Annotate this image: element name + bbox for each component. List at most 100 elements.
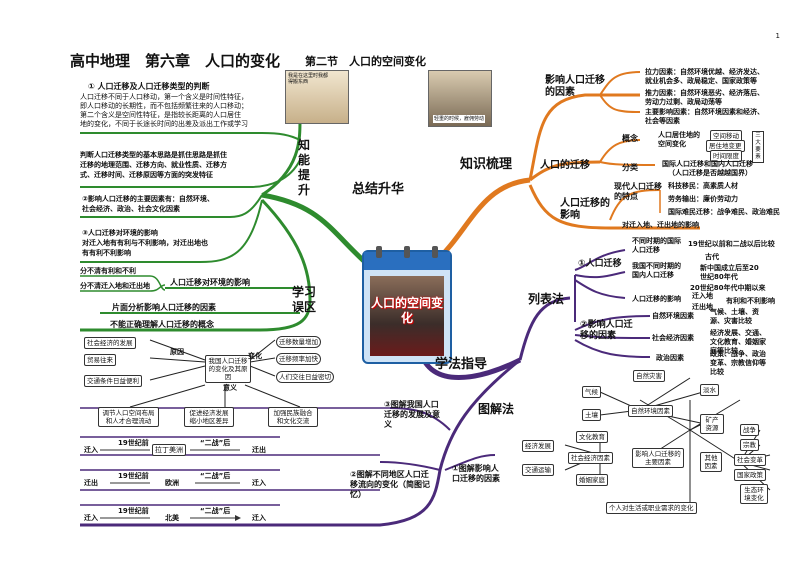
- cartoon-caption-2: 轻重的时候，雇佣劳动: [433, 115, 486, 123]
- natural-item: 自然灾害: [633, 370, 665, 382]
- flow-in: 迁入: [84, 446, 98, 454]
- green-p4: [80, 199, 263, 263]
- flow-region: 欧洲: [165, 479, 179, 487]
- flow-after: “二战”后: [200, 472, 231, 480]
- other-item: 宗教: [740, 439, 759, 451]
- list-effect-item: 迁入地: [692, 292, 713, 300]
- classify-item: 国际人口迁移和国内人口迁移: [662, 160, 753, 168]
- green-main-branch: [261, 192, 367, 264]
- branch-mistakes: 学习误区: [292, 285, 317, 314]
- green-p1: [80, 132, 301, 141]
- economy-item: 经济发展: [522, 440, 554, 452]
- list-inter: 不同时期的国际人口迁移: [632, 237, 681, 254]
- mistake-item: 人口迁移对环境的影响: [170, 278, 250, 287]
- other-factor: 其他因素: [700, 452, 722, 472]
- modern-item: 科技移民：高素质人材: [668, 182, 738, 190]
- flow-out: 迁入: [252, 514, 266, 522]
- flow-before: 19世纪前: [118, 507, 149, 515]
- ability-p1-line: 第二个含义是空间性特征，是指较长距离的人口居住: [80, 111, 241, 119]
- green-mistake-stem: [80, 198, 312, 332]
- cartoon-caption-1: 我是在这里时我都得搬东西: [288, 73, 329, 85]
- ability-p3-line: 社会经济、政治、社会文化因素: [82, 205, 180, 213]
- ability-p1-line: 地的变化，不同于长途长时间的出差及派出工作或学习: [80, 120, 248, 128]
- knowledge-factor-line: 劳动力过剩、政局动荡等: [645, 98, 722, 106]
- natural-item: 矿产资源: [700, 414, 724, 434]
- three-elements-label: 三大要素: [752, 131, 764, 163]
- branch-ability: 知能提升: [298, 138, 311, 197]
- ability-p4-line: 对迁入地有有利与不利影响，对迁出地也: [82, 239, 208, 247]
- knowledge-impact-label: 人口迁移的影响: [560, 198, 610, 221]
- reason-core: 我国人口迁移的变化及其原因: [205, 355, 251, 383]
- list-domestic-item: 20世纪80年代中期以来: [690, 284, 766, 292]
- branch-method: 学法指导: [435, 357, 488, 372]
- reason-core-right: 变化: [248, 352, 262, 360]
- list-domestic: 我国不同时期的国内人口迁移: [632, 262, 681, 279]
- list-economy: 社会经济因素: [652, 334, 694, 342]
- ability-p3-line: ②影响人口迁移的主要因素有：自然环境、: [82, 195, 214, 203]
- reason-left-item: 社会经济的发展: [84, 337, 136, 349]
- economy-item: 婚姻家庭: [576, 474, 608, 486]
- flow-in: 迁入: [84, 514, 98, 522]
- reason-core-top: 原因: [170, 348, 184, 356]
- economy-item: 交通运输: [522, 464, 554, 476]
- reason-left-item: 交通条件日益便利: [84, 375, 142, 387]
- other-item: 社会变革: [734, 454, 766, 466]
- reason-right-item: 迁移数量增加: [276, 336, 321, 348]
- mistake-item: 不能正确理解人口迁移的概念: [110, 320, 214, 329]
- reason-right-item: 迁移频率加快: [276, 353, 321, 365]
- reason-bottom-item: 调节人口空间布局和人才合理流动: [98, 407, 159, 427]
- page-title: 高中地理 第六章 人口的变化: [70, 52, 281, 70]
- binder-ring: [404, 246, 410, 258]
- list-effect-item: 有利和不利影响: [726, 297, 775, 305]
- ability-p4-line: 有有利不利影响: [82, 249, 131, 257]
- green-ability-stem: [261, 119, 302, 197]
- page-number: 1: [775, 32, 780, 40]
- modern-item: 劳务输出：廉价劳动力: [668, 195, 738, 203]
- ability-p2-line: 迁移的地理范围、迁移方向、就业性质、迁移方: [80, 161, 227, 169]
- reason-right-item: 人们交往日益密切: [276, 371, 334, 383]
- personal-factor: 个人对生活或职业需求的变化: [606, 502, 697, 514]
- ability-p2-line: 判断人口迁移类型的基本思路是抓住思路是抓住: [80, 151, 227, 159]
- natural-factor: 自然环境因素: [628, 405, 673, 417]
- knowledge-factor-line: 主要影响因素：自然环境因素和经济、: [645, 108, 764, 116]
- ability-p4-line: ③人口迁移对环境的影响: [82, 229, 158, 237]
- binder-ring: [432, 246, 438, 258]
- flow-before: 19世纪前: [118, 472, 149, 480]
- economy-factor: 社会经济因素: [568, 452, 613, 464]
- modern-item: 国际难民迁移：战争难民、政治难民: [668, 208, 780, 216]
- knowledge-classify: 分类: [622, 163, 638, 172]
- list-natural-item: 气候、土壤、资源、灾害比较: [710, 308, 759, 325]
- list-effect: 人口迁移的影响: [632, 295, 681, 303]
- flow-out: 迁出: [252, 446, 266, 454]
- list-politics-item: 政策、战争、政治变革、宗教信仰等比较: [710, 350, 766, 376]
- natural-item: 土壤: [582, 409, 601, 421]
- knowledge-factor-line: 拉力因素：自然环境优越、经济发达、: [645, 68, 764, 76]
- crowd-photo: [370, 276, 444, 356]
- orange-main-branch: [433, 177, 531, 264]
- flow-after: “二战”后: [200, 439, 231, 447]
- flow-out: 迁入: [252, 479, 266, 487]
- ability-p1-line: 即人口移动的长期性，而不包括频繁往来的人口移动；: [80, 102, 248, 110]
- ability-p1-title: ① 人口迁移及人口迁移类型的判断: [88, 82, 210, 91]
- list-politics: 政治因素: [656, 354, 684, 362]
- list-economy-item: 经济发展、交通、文化教育、婚姻家庭等比较: [710, 329, 766, 355]
- knowledge-modern: 现代人口迁移的特点: [614, 182, 662, 201]
- list-factors-label: ②影响人口迁移的因素: [580, 320, 633, 341]
- binder-ring: [376, 246, 382, 258]
- mistake-item: 分不清迁入地和迁出地: [80, 282, 150, 290]
- calendar-header: [364, 252, 450, 270]
- economy-item: 文化教育: [576, 431, 608, 443]
- natural-item: 气候: [582, 386, 601, 398]
- reason-bottom-item: 促进经济发展缩小地区差异: [184, 407, 234, 427]
- diagram-factors-label: ①图解影响人口迁移的因素: [452, 464, 500, 483]
- list-migration-label: ①人口迁移: [578, 259, 622, 269]
- list-natural: 自然环境因素: [652, 312, 694, 320]
- ability-p2-line: 式、迁移时间、迁移原因等方面的突发特征: [80, 171, 213, 179]
- main-factor: 影响人口迁移的主要因素: [632, 448, 684, 468]
- mistake-item: 分不清有利和不利: [80, 267, 136, 275]
- center-label: 人口的空间变化: [370, 296, 443, 325]
- branch-list: 列表法: [528, 292, 565, 306]
- knowledge-factor-line: 推力因素：自然环境恶劣、经济落后、: [645, 89, 764, 97]
- knowledge-concept: 概念: [622, 134, 638, 143]
- branch-summary: 总结升华: [352, 182, 405, 197]
